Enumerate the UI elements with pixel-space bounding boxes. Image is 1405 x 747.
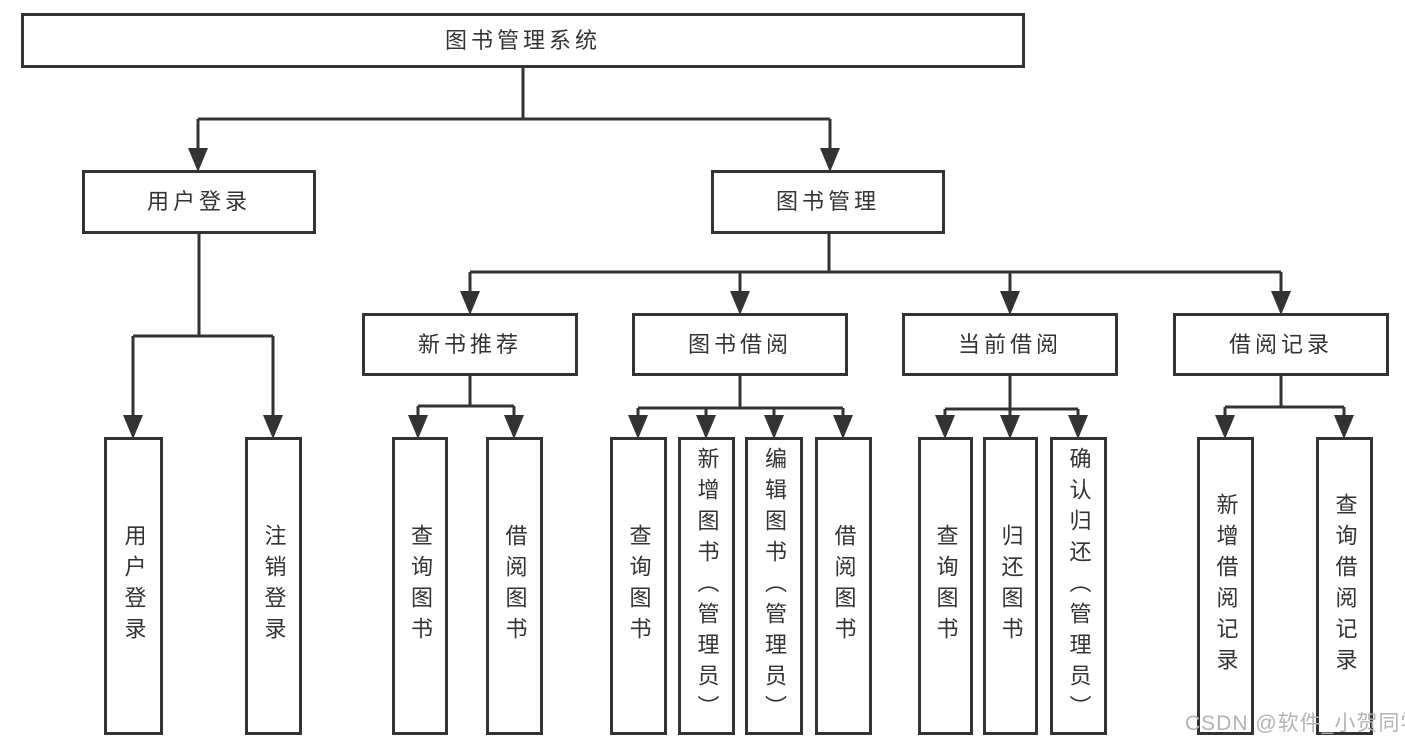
arrowhead [696, 415, 716, 439]
node-leaf-confirm-return-admin: 确认归还（管理员） [1050, 437, 1107, 735]
arrowhead [188, 148, 208, 172]
arrowhead [504, 415, 524, 439]
arrowhead [764, 415, 784, 439]
arrowhead [935, 415, 955, 439]
node-user-login-group: 用户登录 [82, 170, 316, 234]
arrowheads [123, 148, 1354, 439]
node-new-book-recommend: 新书推荐 [362, 313, 578, 376]
arrowhead [1271, 291, 1291, 315]
arrowhead [1215, 415, 1235, 439]
node-leaf-query-books-2: 查询图书 [610, 437, 667, 735]
arrowhead [628, 415, 648, 439]
node-leaf-query-books-3: 查询图书 [918, 437, 973, 735]
connector-line [131, 68, 1346, 421]
node-current-borrowing: 当前借阅 [902, 313, 1118, 376]
arrowhead [460, 291, 480, 315]
arrowhead [820, 148, 840, 172]
arrowhead [263, 415, 283, 439]
node-book-borrowing: 图书借阅 [632, 313, 848, 376]
arrowhead [833, 415, 853, 439]
arrowhead [1000, 291, 1020, 315]
arrowhead [123, 415, 143, 439]
arrowhead [408, 415, 428, 439]
node-leaf-query-books-1: 查询图书 [392, 437, 448, 735]
node-leaf-logout: 注销登录 [245, 437, 302, 735]
node-leaf-add-borrow-record: 新增借阅记录 [1197, 437, 1254, 735]
node-leaf-user-login: 用户登录 [104, 437, 163, 735]
csdn-watermark: CSDN @软件_小贺同学 [1185, 712, 1405, 735]
arrowhead [1068, 415, 1088, 439]
arrowhead [1000, 415, 1020, 439]
node-book-management-group: 图书管理 [711, 170, 945, 234]
node-leaf-edit-book-admin: 编辑图书（管理员） [745, 437, 803, 735]
arrowhead [730, 291, 750, 315]
node-borrowing-records: 借阅记录 [1173, 313, 1389, 376]
node-leaf-add-book-admin: 新增图书（管理员） [678, 437, 735, 735]
node-leaf-return-book: 归还图书 [983, 437, 1038, 735]
node-leaf-query-borrow-record: 查询借阅记录 [1316, 437, 1373, 735]
node-leaf-borrow-books-1: 借阅图书 [486, 437, 543, 735]
node-leaf-borrow-books-2: 借阅图书 [815, 437, 872, 735]
node-root-system: 图书管理系统 [21, 13, 1025, 68]
arrowhead [1334, 415, 1354, 439]
